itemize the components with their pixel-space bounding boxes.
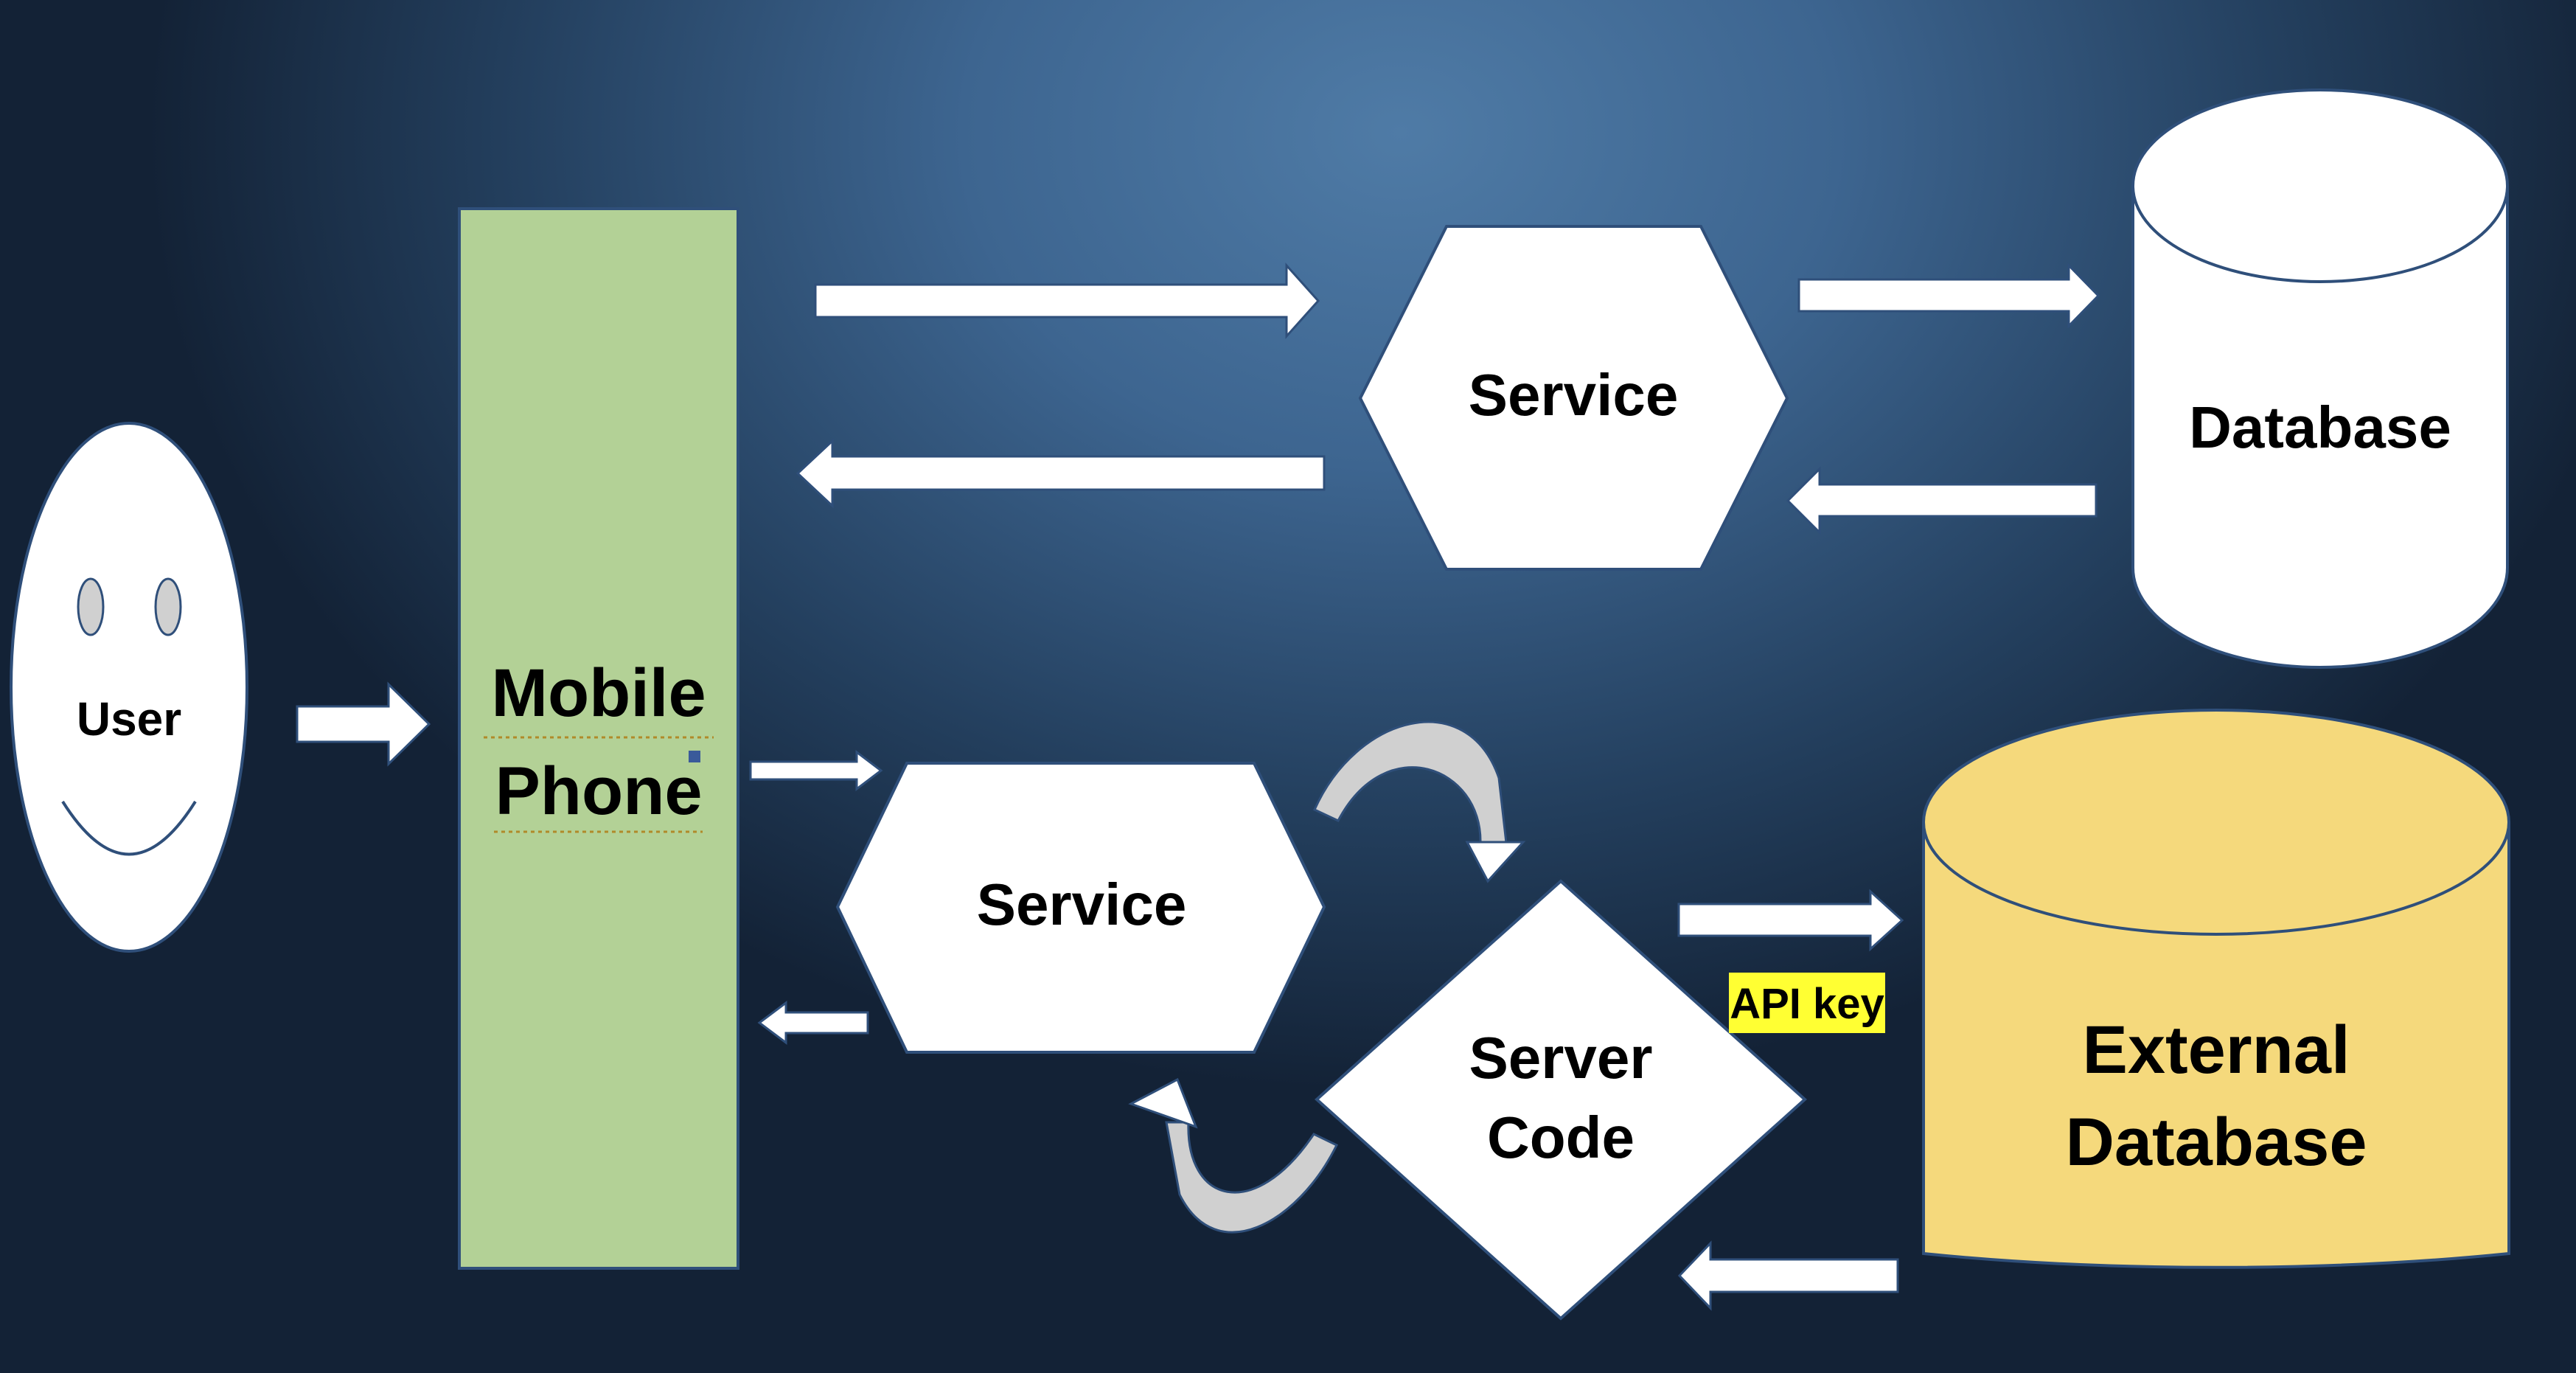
database-label: Database	[2189, 394, 2451, 460]
arrow-service-bottom-to-phone	[757, 1001, 869, 1045]
curved-arrow-head-2	[1128, 1077, 1198, 1129]
server-code-node: Server Code	[1315, 879, 1807, 1321]
user-node: User	[10, 422, 248, 953]
external-db-cylinder-top	[1922, 709, 2510, 936]
api-key-highlight	[1729, 973, 1885, 1033]
database-node: Database	[2131, 88, 2509, 669]
database-cylinder-top	[2131, 88, 2509, 283]
database-cylinder-body	[2131, 186, 2509, 669]
user-right-eye	[154, 577, 182, 636]
service-bottom-node: Service	[835, 762, 1326, 1054]
user-left-eye	[77, 577, 105, 636]
external-db-label-line1: External	[2082, 1012, 2350, 1088]
mobile-phone-label-line1: Mobile	[491, 656, 706, 731]
service-bottom-label: Service	[977, 872, 1187, 937]
curved-arrow-service-to-server	[1313, 720, 1526, 883]
api-key-label: API key	[1730, 980, 1884, 1028]
curved-arrow-server-to-service	[1128, 1077, 1339, 1234]
server-code-diamond	[1315, 879, 1807, 1321]
external-database-node: External Database	[1922, 709, 2510, 1269]
user-face	[10, 422, 248, 953]
curved-arrow-band-1	[1313, 720, 1508, 844]
user-label: User	[77, 692, 181, 745]
server-code-label-line1: Server	[1469, 1025, 1652, 1091]
external-db-cylinder-body	[1922, 822, 2510, 1269]
arrow-service-top-to-database	[1797, 263, 2100, 329]
curved-arrow-head-1	[1465, 841, 1526, 883]
arrow-phone-to-service-top	[814, 263, 1320, 339]
external-db-label-line2: Database	[2065, 1105, 2367, 1180]
arrow-user-to-phone	[296, 681, 431, 767]
service-bottom-hexagon	[835, 762, 1326, 1054]
service-top-label: Service	[1469, 362, 1679, 428]
arrow-server-to-external-db	[1677, 889, 1904, 952]
curved-arrow-band-2	[1165, 1121, 1339, 1234]
server-code-label-line2: Code	[1487, 1105, 1635, 1170]
arrow-external-db-to-server	[1677, 1240, 1899, 1311]
user-smile	[61, 800, 197, 856]
arrow-database-to-service-top	[1786, 466, 2098, 535]
mobile-phone-label-line2: Phone	[495, 754, 702, 829]
service-top-hexagon	[1358, 225, 1789, 571]
arrow-phone-to-service-bottom	[749, 749, 883, 792]
text-cursor-marker	[689, 751, 700, 762]
api-key-badge: API key	[1729, 973, 1885, 1033]
mobile-phone-node: Mobile Phone	[458, 207, 739, 1270]
service-top-node: Service	[1358, 225, 1789, 571]
arrow-service-top-to-phone	[796, 438, 1326, 509]
